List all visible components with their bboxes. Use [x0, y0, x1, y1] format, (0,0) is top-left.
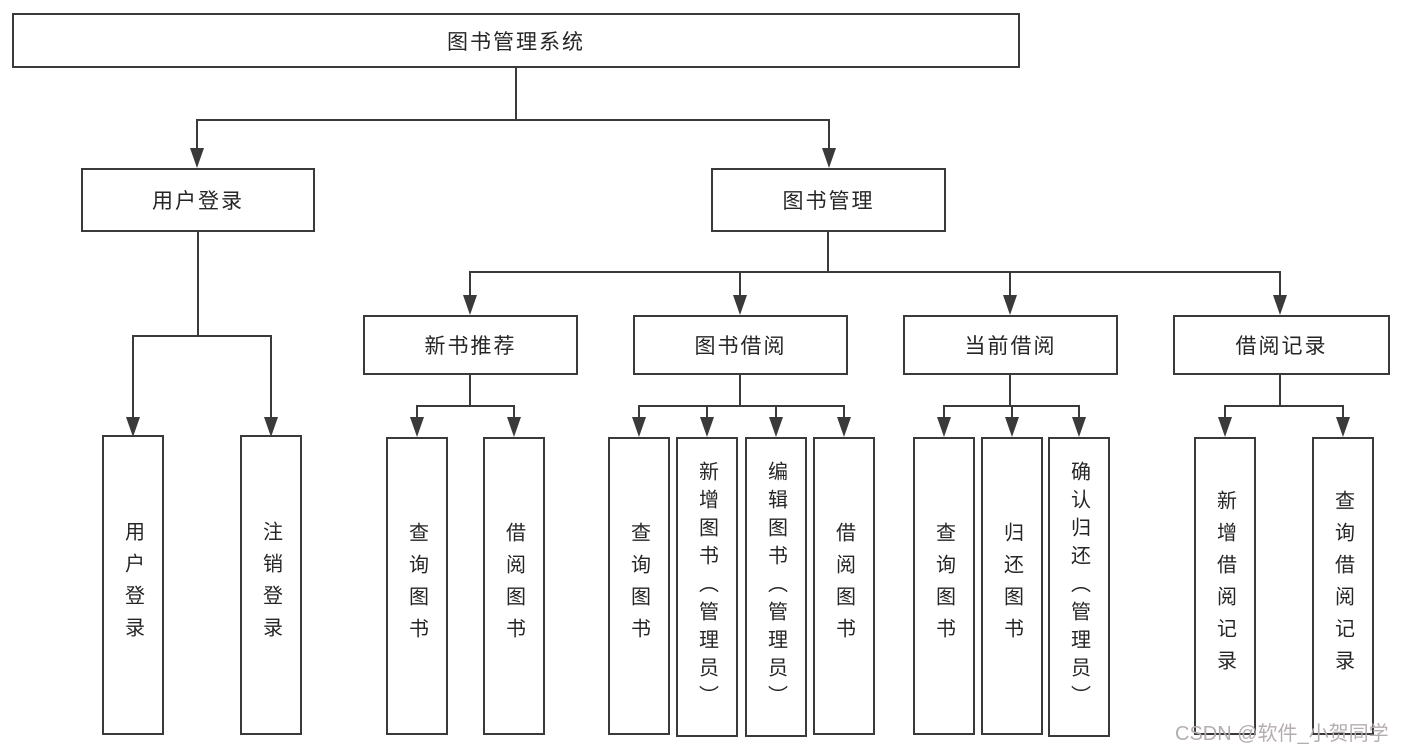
arrowhead-new-book-recommend — [463, 295, 477, 315]
arrowhead-user-login — [190, 148, 204, 168]
node-book-management-label: 图书管理 — [782, 190, 875, 213]
leaf-add-borrow-record: 新增借阅记录 — [1194, 437, 1256, 735]
arrowhead-borrow-add — [700, 417, 714, 437]
leaf-add-book-admin: 新增图书（管理员） — [676, 437, 738, 737]
arrowhead-current-confirm — [1072, 417, 1086, 437]
leaf-borrow-query-book-label: 查询图书 — [627, 522, 650, 650]
connector-record-bar — [1224, 405, 1344, 407]
connector-recommend-stem — [469, 375, 471, 407]
connector-arm-book-management — [828, 119, 830, 149]
connector-recommend-bar — [416, 405, 515, 407]
leaf-user-login-label: 用户登录 — [121, 521, 144, 649]
connector-arm-recommend-query — [416, 405, 418, 419]
node-new-book-recommend-label: 新书推荐 — [424, 335, 517, 358]
connector-arm-record-add — [1224, 405, 1226, 419]
leaf-edit-book-admin: 编辑图书（管理员） — [745, 437, 807, 737]
connector-arm-borrow-add — [706, 405, 708, 419]
arrowhead-recommend-borrow — [507, 417, 521, 437]
arrowhead-leaf-logout — [264, 417, 278, 437]
leaf-add-book-admin-label: 新增图书（管理员） — [695, 461, 718, 713]
node-borrow-record: 借阅记录 — [1173, 315, 1390, 375]
arrowhead-current-return — [1005, 417, 1019, 437]
leaf-return-book-label: 归还图书 — [1000, 522, 1023, 650]
leaf-recommend-borrow-book-label: 借阅图书 — [502, 522, 525, 650]
node-root-label: 图书管理系统 — [447, 30, 585, 54]
connector-root-stem — [515, 68, 517, 121]
leaf-query-borrow-record-label: 查询借阅记录 — [1331, 490, 1354, 682]
leaf-user-login: 用户登录 — [102, 435, 164, 735]
arrowhead-borrow-edit — [769, 417, 783, 437]
leaf-recommend-borrow-book: 借阅图书 — [483, 437, 545, 735]
connector-arm-borrow-query — [638, 405, 640, 419]
node-book-management: 图书管理 — [711, 168, 946, 232]
connector-user-login-bar — [132, 335, 272, 337]
node-book-borrow: 图书借阅 — [633, 315, 848, 375]
arrowhead-current-query — [937, 417, 951, 437]
arrowhead-borrow-record — [1273, 295, 1287, 315]
node-user-login-label: 用户登录 — [152, 190, 244, 213]
node-new-book-recommend: 新书推荐 — [363, 315, 578, 375]
arrowhead-book-borrow — [733, 295, 747, 315]
node-user-login: 用户登录 — [81, 168, 315, 232]
connector-arm-user-login — [196, 119, 198, 149]
connector-arm-current-borrow — [1009, 271, 1011, 298]
leaf-current-query-book-label: 查询图书 — [932, 522, 955, 650]
connector-arm-borrow-record — [1279, 271, 1281, 298]
leaf-confirm-return-admin: 确认归还（管理员） — [1048, 437, 1110, 737]
leaf-edit-book-admin-label: 编辑图书（管理员） — [764, 461, 787, 713]
leaf-logout-login-label: 注销登录 — [259, 521, 282, 649]
connector-borrow-bar — [638, 405, 845, 407]
leaf-add-borrow-record-label: 新增借阅记录 — [1213, 490, 1236, 682]
node-current-borrow-label: 当前借阅 — [964, 335, 1057, 358]
leaf-recommend-query-book-label: 查询图书 — [405, 522, 428, 650]
leaf-query-borrow-record: 查询借阅记录 — [1312, 437, 1374, 735]
leaf-current-query-book: 查询图书 — [913, 437, 975, 735]
connector-arm-borrow-edit — [775, 405, 777, 419]
arrowhead-book-management — [822, 148, 836, 168]
csdn-watermark: CSDN @软件_小贺同学 — [1175, 723, 1389, 745]
leaf-return-book: 归还图书 — [981, 437, 1043, 735]
connector-arm-new-book-recommend — [469, 271, 471, 298]
node-current-borrow: 当前借阅 — [903, 315, 1118, 375]
connector-record-stem — [1279, 375, 1281, 407]
arrowhead-record-query — [1336, 417, 1350, 437]
leaf-confirm-return-admin-label: 确认归还（管理员） — [1067, 461, 1090, 713]
leaf-borrow-query-book: 查询图书 — [608, 437, 670, 735]
node-borrow-record-label: 借阅记录 — [1235, 335, 1328, 358]
connector-root-bar — [196, 119, 830, 121]
connector-arm-recommend-borrow — [513, 405, 515, 419]
arrowhead-record-add — [1218, 417, 1232, 437]
leaf-borrow-borrow-book: 借阅图书 — [813, 437, 875, 735]
connector-arm-leaf-logout — [270, 335, 272, 419]
leaf-logout-login: 注销登录 — [240, 435, 302, 735]
node-root: 图书管理系统 — [12, 13, 1020, 68]
connector-book-management-bar — [469, 271, 1281, 273]
node-book-borrow-label: 图书借阅 — [694, 335, 787, 358]
connector-arm-current-confirm — [1078, 405, 1080, 419]
connector-arm-current-query — [943, 405, 945, 419]
arrowhead-leaf-user-login — [126, 417, 140, 437]
connector-user-login-stem — [197, 231, 199, 337]
connector-current-stem — [1009, 375, 1011, 407]
connector-arm-borrow-borrow — [843, 405, 845, 419]
arrowhead-current-borrow — [1003, 295, 1017, 315]
connector-arm-leaf-user-login — [132, 335, 134, 419]
connector-book-management-stem — [827, 231, 829, 273]
connector-arm-book-borrow — [739, 271, 741, 298]
arrowhead-borrow-query — [632, 417, 646, 437]
arrowhead-borrow-borrow — [837, 417, 851, 437]
connector-arm-current-return — [1011, 405, 1013, 419]
connector-arm-record-query — [1342, 405, 1344, 419]
leaf-borrow-borrow-book-label: 借阅图书 — [832, 522, 855, 650]
connector-borrow-stem — [739, 375, 741, 407]
arrowhead-recommend-query — [410, 417, 424, 437]
leaf-recommend-query-book: 查询图书 — [386, 437, 448, 735]
